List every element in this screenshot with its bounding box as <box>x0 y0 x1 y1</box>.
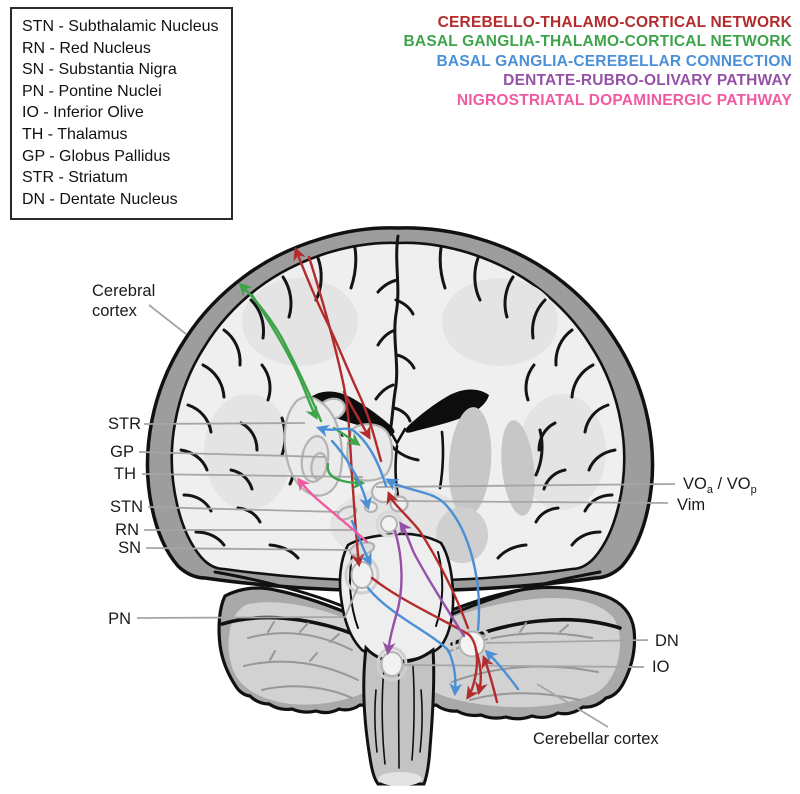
legend-item: RN - Red Nucleus <box>22 39 151 57</box>
io-circle <box>380 651 404 677</box>
pink-sn-to-striatum <box>296 477 369 544</box>
right-deep-nuclei-shading <box>436 407 535 563</box>
label-pn: PN <box>108 610 131 628</box>
leader-pn <box>136 586 359 619</box>
legend-item: GP - Globus Pallidus <box>22 147 171 165</box>
blue-cerebellum-to-dn <box>484 649 520 691</box>
pink-pathway-nigrostriatal <box>296 477 369 544</box>
leader-io <box>403 664 645 668</box>
blue-thalamus-to-striatum <box>315 424 388 488</box>
green-cortex-to-striatum <box>250 293 318 420</box>
cerebellum <box>213 570 637 721</box>
leader-lines <box>136 304 676 728</box>
blue-dn-to-thalamus <box>385 478 481 632</box>
red-pathway-cerebello-thalamo-cortical <box>293 246 499 704</box>
network-title-basal-ganglia-cerebellar: BASAL GANGLIA-CEREBELLAR CONNECTION <box>436 52 792 70</box>
blue-pn-to-cerebellum <box>366 586 463 697</box>
network-title-basal-ganglia-thalamo-cortical: BASAL GANGLIA-THALAMO-CORTICAL NETWORK <box>403 33 792 51</box>
blue-pathway-basal-ganglia-cerebellar <box>315 424 520 697</box>
purple-rn-to-io <box>382 529 403 656</box>
leader-str <box>143 422 306 425</box>
label-cerebellar-cortex: Cerebellar cortex <box>533 730 659 748</box>
red-thalamus-to-cortex <box>293 246 383 463</box>
leader-dn <box>485 639 649 644</box>
purple-dn-to-rn <box>399 521 466 638</box>
label-vo: VOa / VOp <box>683 475 757 496</box>
dn-halo <box>452 624 492 664</box>
leader-th <box>141 473 364 478</box>
legend-item: SN - Substantia Nigra <box>22 61 177 79</box>
legend-item: DN - Dentate Nucleus <box>22 190 178 208</box>
network-title-dentate-rubro-olivary: DENTATE-RUBRO-OLIVARY PATHWAY <box>503 72 792 90</box>
red-dn-to-thalamus <box>386 490 470 630</box>
red-branch-to-thalamus <box>342 390 371 440</box>
cord-cut-end <box>378 772 422 786</box>
red-pn-to-cerebellum-2 <box>474 648 488 696</box>
leader-cerebral-cortex <box>148 304 187 335</box>
rn-circle <box>380 515 398 533</box>
legend-item: STR - Striatum <box>22 169 128 187</box>
label-vim: Vim <box>677 496 705 514</box>
leader-gp <box>138 451 327 458</box>
blue-striatum-to-stn <box>330 439 372 511</box>
label-io: IO <box>652 658 670 676</box>
label-rn: RN <box>115 521 139 539</box>
label-th: TH <box>114 465 136 483</box>
leader-sn <box>145 547 350 551</box>
red-cortex-to-pn <box>307 255 365 568</box>
network-title-cerebello-thalamo-cortical: CEREBELLO-THALAMO-CORTICAL NETWORK <box>437 14 792 31</box>
network-title-nigrostriatal: NIGROSTRIATAL DOPAMINERGIC PATHWAY <box>456 91 792 109</box>
leader-vo <box>375 483 676 488</box>
legend-item: PN - Pontine Nuclei <box>22 82 162 100</box>
network-title-list: CEREBELLO-THALAMO-CORTICAL NETWORK BASAL… <box>404 13 792 110</box>
red-pn-to-cerebellum <box>370 576 479 700</box>
blue-stn-to-pn <box>350 519 372 566</box>
label-dn: DN <box>655 632 679 650</box>
leader-vim <box>393 500 669 504</box>
label-stn: STN <box>110 498 143 516</box>
sulci <box>179 234 617 560</box>
purple-pathway-dentate-rubro-olivary <box>382 521 466 656</box>
legend-item: IO - Inferior Olive <box>22 104 144 122</box>
abbreviation-legend: STN - Subthalamic Nucleus RN - Red Nucle… <box>10 7 233 221</box>
label-str: STR <box>108 415 141 433</box>
leader-stn <box>147 506 340 513</box>
dn-circle <box>458 630 486 658</box>
pn-circle <box>350 561 374 589</box>
leader-cerebellar-cortex <box>536 683 609 728</box>
label-gp: GP <box>110 443 134 461</box>
green-gp-to-thalamus <box>326 462 366 490</box>
globus-pallidus-inner <box>310 451 328 481</box>
label-sn: SN <box>118 539 141 557</box>
legend-item: TH - Thalamus <box>22 125 128 143</box>
legend-item: STN - Subthalamic Nucleus <box>22 18 219 35</box>
